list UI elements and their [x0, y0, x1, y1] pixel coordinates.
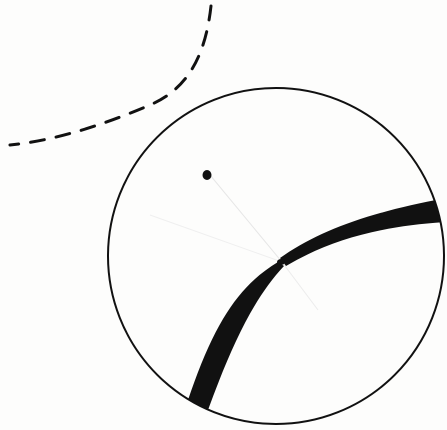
faint-guide-lines — [150, 175, 318, 310]
dashed-arc — [10, 6, 211, 145]
circle-outline — [108, 88, 444, 424]
thick-curved-band — [188, 198, 447, 410]
dot — [203, 170, 212, 180]
band-upper-segment — [280, 198, 447, 266]
band-lower-segment — [188, 262, 284, 410]
band-pinch-point — [277, 259, 285, 265]
guide-line-lower — [282, 262, 318, 310]
